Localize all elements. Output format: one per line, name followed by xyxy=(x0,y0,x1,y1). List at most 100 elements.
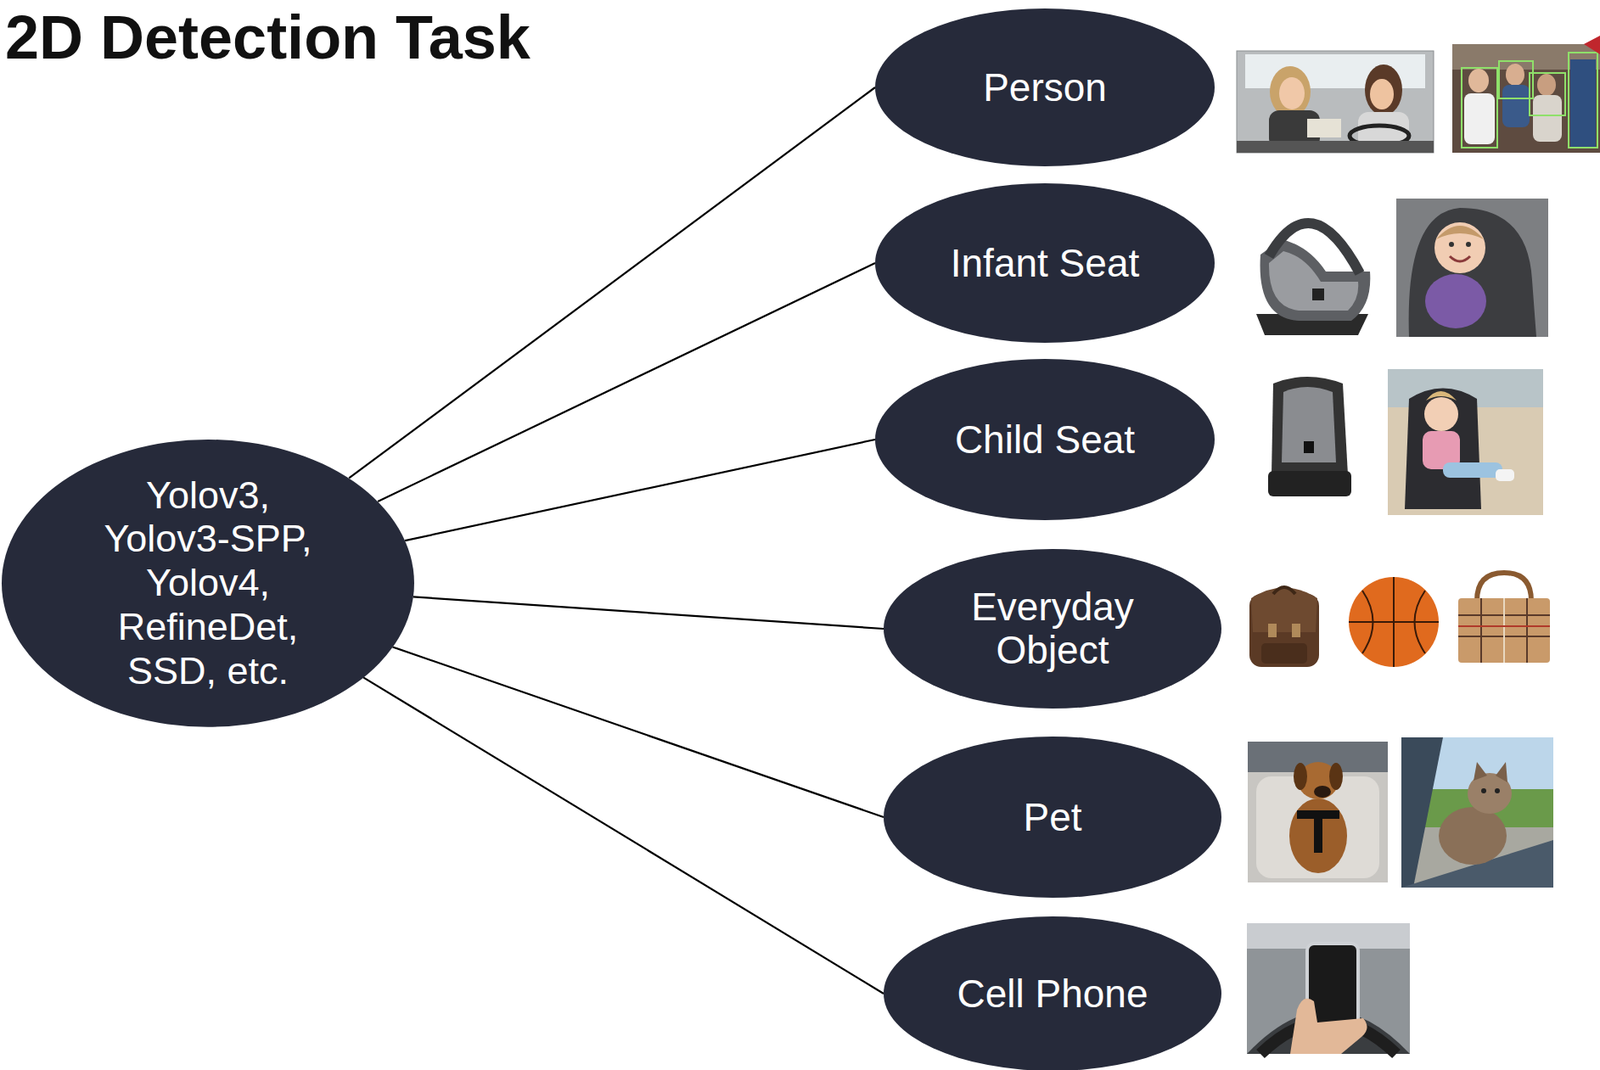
infant-seat-photo xyxy=(1448,241,1455,248)
person-photo-car xyxy=(1369,78,1394,110)
dog-photo xyxy=(1313,810,1323,854)
cell-phone-photo xyxy=(1246,923,1410,1055)
person-photo-car xyxy=(1307,118,1342,138)
dog-photo xyxy=(1256,776,1380,879)
infant-seat-photo xyxy=(1396,198,1549,337)
child-seat-photo xyxy=(1424,397,1459,432)
child-seat-photo xyxy=(1404,388,1482,511)
infant-seat-product xyxy=(1268,251,1359,311)
backpack-picture xyxy=(1249,587,1320,668)
ellipse-fill xyxy=(875,183,1215,343)
handbag-picture xyxy=(1503,598,1505,663)
child-seat-photo xyxy=(1442,462,1503,478)
handbag-picture xyxy=(1458,625,1550,628)
cat-photo xyxy=(1401,737,1554,888)
infant-seat-photo xyxy=(1449,256,1471,262)
infant-seat-photo xyxy=(1434,222,1486,274)
cat-photo xyxy=(1401,737,1443,888)
person-photo-detection xyxy=(1505,63,1525,86)
dog-photo xyxy=(1293,763,1308,791)
connector-line xyxy=(348,87,876,478)
ellipse-fill xyxy=(883,549,1222,709)
person-photo-car xyxy=(1236,50,1434,153)
cell-phone-photo xyxy=(1246,923,1410,1055)
person-photo-detection xyxy=(1468,68,1489,93)
ellipse-fill xyxy=(883,736,1222,899)
ellipse-fill xyxy=(1,439,415,728)
class-ellipse: Cell Phone xyxy=(883,916,1222,1070)
basketball-picture xyxy=(1362,590,1374,654)
backpack-picture xyxy=(1251,588,1318,634)
infant-seat-photo xyxy=(1465,241,1471,248)
cat-photo xyxy=(1473,762,1488,781)
person-photo-car xyxy=(1269,66,1311,118)
dog-photo xyxy=(1289,798,1348,874)
basketball-picture xyxy=(1348,577,1439,668)
class-ellipse: Everyday Object xyxy=(883,549,1222,709)
person-photo-detection xyxy=(1464,93,1495,145)
node-label: Person xyxy=(982,65,1107,111)
child-seat-product xyxy=(1281,387,1337,463)
cat-photo xyxy=(1494,788,1500,794)
child-seat-photo xyxy=(1387,369,1544,516)
node-label: Cell Phone xyxy=(956,971,1148,1017)
infant-seat-product xyxy=(1256,223,1370,336)
handbag-picture xyxy=(1458,572,1550,663)
ellipse-fill xyxy=(875,8,1215,167)
handbag-picture xyxy=(1526,598,1528,663)
person-photo-detection xyxy=(1570,59,1596,149)
person-photo-car xyxy=(1279,77,1305,110)
dog-photo xyxy=(1313,785,1331,798)
connector-line xyxy=(363,677,884,994)
child-seat-product xyxy=(1268,471,1352,497)
backpack-picture xyxy=(1291,623,1301,638)
backpack-picture xyxy=(1273,587,1296,595)
node-label: Pet xyxy=(1022,795,1082,841)
model-ellipse: Yolov3, Yolov3-SPP, Yolov4, RefineDet, S… xyxy=(1,439,415,728)
backpack-picture xyxy=(1268,623,1277,638)
basketball-picture xyxy=(1392,577,1395,668)
connector-line xyxy=(413,596,884,629)
node-label: Child Seat xyxy=(954,417,1135,463)
person-photo-detection xyxy=(1583,35,1600,55)
child-seat-product xyxy=(1271,376,1348,476)
child-seat-photo xyxy=(1495,469,1515,482)
child-seat-product xyxy=(1303,441,1314,454)
backpack-picture xyxy=(1261,643,1308,664)
dog-photo xyxy=(1329,763,1343,791)
class-ellipse: Child Seat xyxy=(875,359,1215,521)
person-photo-detection xyxy=(1532,95,1562,142)
node-label: Infant Seat xyxy=(950,241,1140,287)
connector-line xyxy=(404,439,876,541)
person-photo-detection xyxy=(1537,73,1556,96)
basketball-picture xyxy=(1414,590,1426,654)
class-ellipse: Infant Seat xyxy=(875,183,1215,343)
person-photo-detection xyxy=(1568,52,1598,148)
node-label: Everyday Object xyxy=(946,585,1159,672)
infant-seat-photo xyxy=(1425,274,1487,329)
child-seat-product xyxy=(1268,376,1352,497)
person-photo-detection xyxy=(1502,84,1530,128)
person-photo-detection xyxy=(1529,72,1566,116)
person-photo-detection xyxy=(1498,61,1533,99)
infant-seat-product xyxy=(1312,288,1325,301)
ellipse-fill xyxy=(883,916,1222,1070)
infant-seat-photo xyxy=(1436,225,1484,240)
dog-photo xyxy=(1247,741,1388,883)
person-photo-car xyxy=(1236,50,1434,153)
node-label: Yolov3, Yolov3-SPP, Yolov4, RefineDet, S… xyxy=(89,473,327,694)
ellipse-fill xyxy=(875,359,1215,521)
cat-photo xyxy=(1481,788,1487,794)
cell-phone-photo xyxy=(1290,999,1368,1055)
basketball-picture xyxy=(1348,577,1439,668)
person-photo-detection xyxy=(1452,35,1600,153)
class-ellipse: Pet xyxy=(883,736,1222,899)
person-photo-car xyxy=(1364,64,1403,116)
infant-seat-photo xyxy=(1396,198,1549,337)
handbag-picture xyxy=(1480,598,1483,663)
person-photo-detection xyxy=(1452,44,1600,153)
person-photo-detection xyxy=(1461,67,1498,148)
dog-photo xyxy=(1247,741,1388,883)
handbag-picture xyxy=(1458,598,1550,663)
